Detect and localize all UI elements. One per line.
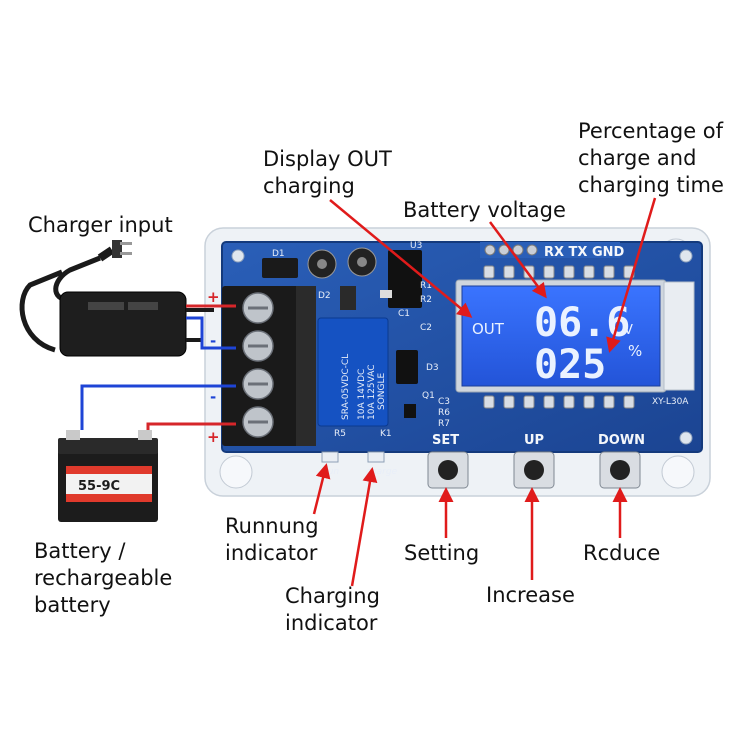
label-percentage-line-1: Percentage of — [578, 119, 724, 143]
wires — [80, 304, 236, 430]
label-charging-indicator-line-1: Charging — [285, 584, 380, 608]
lcd-pin-rows — [483, 265, 635, 409]
relay-rating-line-2: 10A 125VAC — [367, 364, 377, 420]
label-charging-indicator-line-2: indicator — [285, 611, 378, 635]
wire-charger-negative — [186, 316, 236, 350]
diode-d3 — [396, 350, 418, 384]
ref-r1: R1 — [420, 281, 432, 291]
terminal-signs: + - - + — [207, 288, 220, 446]
label-charging-indicator: Charging indicator — [285, 583, 380, 637]
wire-battery-positive — [146, 422, 236, 430]
up-button-label: UP — [524, 433, 544, 448]
callout-arrows — [312, 197, 657, 587]
relay: SRA-05VDC-CL 10A 14VDC 10A 125VAC SONGLE — [317, 317, 389, 427]
label-running-indicator-line-2: indicator — [225, 541, 318, 565]
arrow-charging-indicator — [350, 467, 378, 587]
transistor-q1 — [404, 404, 416, 418]
relay-model-text: SRA-05VDC-CL — [341, 354, 351, 420]
ic-u3 — [388, 250, 422, 308]
lcd-out-label: OUT — [472, 320, 505, 338]
label-battery-line-1: Battery / — [34, 539, 126, 563]
indicator-leds: run charge — [321, 451, 398, 477]
lcd-percent-readout: 025 — [534, 342, 606, 388]
terminal-block — [222, 286, 316, 446]
down-button-label: DOWN — [598, 433, 645, 448]
led-run-label: run — [324, 467, 339, 477]
model-code: XY-L30A — [652, 397, 689, 407]
ref-c3: C3 — [438, 397, 450, 407]
label-display-out-line-1: Display OUT — [263, 147, 392, 171]
label-battery-line-2: rechargeable — [34, 566, 173, 590]
ref-u3: U3 — [410, 241, 422, 251]
diode-d2 — [340, 286, 356, 310]
charger-adapter — [19, 240, 214, 357]
sign-minus-charger: - — [210, 332, 216, 350]
set-button-label: SET — [432, 433, 459, 448]
small-components: D1 U3 D2 R2 C1 C2 D3 Q1 C3 R6 R7 R1 R5 K… — [262, 241, 689, 439]
relay-rating-line-1: 10A 14VDC — [357, 369, 367, 420]
lcd-voltage-unit: V — [624, 323, 633, 338]
led-charge — [367, 451, 385, 463]
label-battery-voltage: Battery voltage — [403, 198, 566, 222]
lcd-panel — [461, 285, 661, 387]
wire-battery-negative — [80, 384, 236, 430]
ref-r7: R7 — [438, 419, 450, 429]
header-pins: RX TX GND — [480, 242, 625, 260]
label-battery: Battery / rechargeable battery — [34, 538, 172, 619]
sign-minus-battery: - — [210, 388, 216, 406]
diode-d1 — [262, 258, 298, 278]
lcd-voltage-readout: 06.6 — [534, 300, 630, 346]
lcd-percent-unit: % — [628, 342, 642, 360]
ref-k1: K1 — [380, 429, 392, 439]
label-percentage-line-2: charge and — [578, 146, 697, 170]
lcd-display: OUT 06.6 V 025 % — [455, 279, 695, 393]
label-percentage: Percentage of charge and charging time — [578, 118, 724, 199]
battery-sticker-brand: 55-9C — [78, 479, 120, 494]
arrow-display-out — [329, 199, 473, 318]
label-running-indicator: Runnung indicator — [225, 513, 319, 567]
ref-d2: D2 — [318, 291, 331, 301]
ref-r2: R2 — [420, 295, 432, 305]
label-display-out-line-2: charging — [263, 174, 355, 198]
label-percentage-line-3: charging time — [578, 173, 724, 197]
label-running-indicator-line-1: Runnung — [225, 514, 319, 538]
up-button-cap — [524, 460, 544, 480]
label-display-out: Display OUT charging — [263, 146, 392, 200]
arrow-percentage — [606, 197, 657, 353]
ref-c2: C2 — [420, 323, 432, 333]
relay-brand: SONGLE — [377, 372, 387, 410]
ref-d1: D1 — [272, 249, 285, 259]
battery-illustration: 55-9C — [58, 430, 158, 522]
label-charger-input: Charger input — [28, 213, 173, 237]
header-pin-labels: RX TX GND — [544, 245, 625, 260]
arrow-running-indicator — [312, 463, 331, 515]
label-reduce: Rcduce — [583, 541, 661, 565]
ref-r5: R5 — [334, 429, 346, 439]
label-increase: Increase — [486, 583, 575, 607]
led-run — [321, 451, 339, 463]
led-charge-label: charge — [366, 467, 398, 477]
sign-plus-charger: + — [207, 288, 220, 306]
label-battery-line-3: battery — [34, 593, 111, 617]
label-setting: Setting — [404, 541, 480, 565]
ref-r6: R6 — [438, 408, 450, 418]
ref-c1: C1 — [398, 309, 410, 319]
sign-plus-battery: + — [207, 428, 220, 446]
arrow-battery-voltage — [488, 221, 547, 299]
down-button-cap — [610, 460, 630, 480]
ref-q1: Q1 — [422, 391, 435, 401]
ref-d3: D3 — [426, 363, 439, 373]
set-button-cap — [438, 460, 458, 480]
